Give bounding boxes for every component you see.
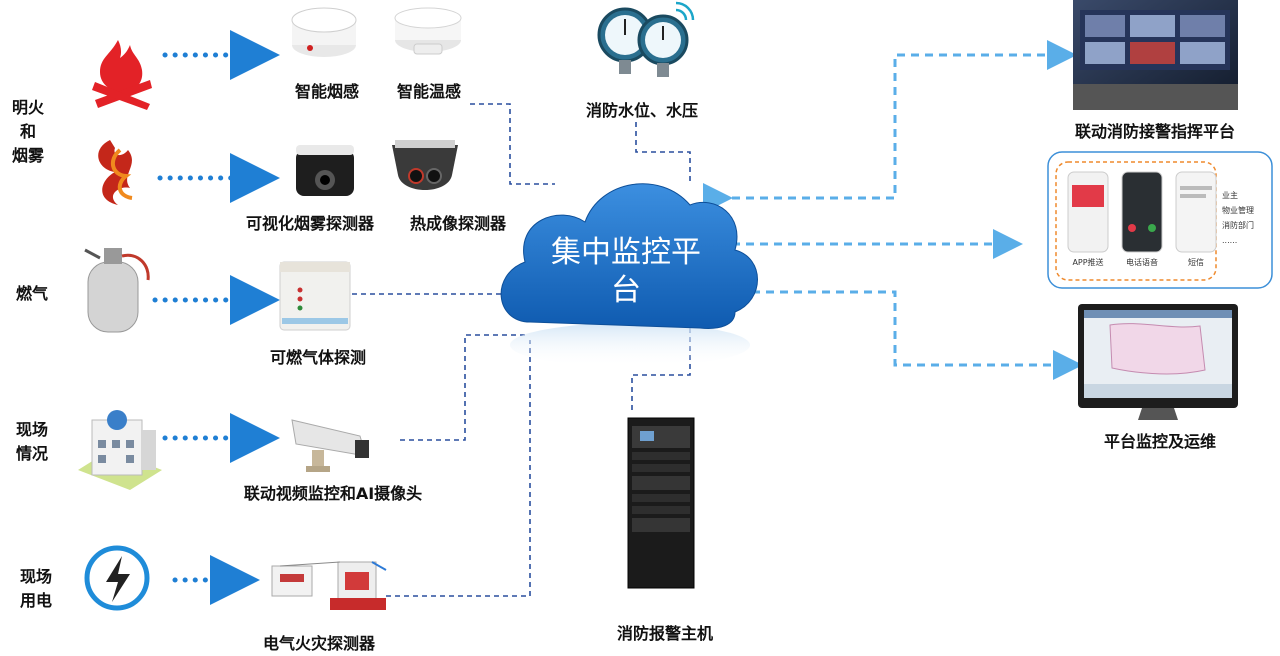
connector-sensors bbox=[470, 103, 555, 185]
category-power: 现场 用电 bbox=[16, 565, 56, 613]
server-rack-icon bbox=[627, 417, 695, 589]
label-command-platform: 联动消防接警指挥平台 bbox=[1074, 122, 1235, 141]
connector-water bbox=[635, 122, 691, 185]
category-scene: 现场 情况 bbox=[12, 418, 52, 466]
cloud-title: 集中监控平 台 bbox=[526, 234, 726, 310]
category-scene-line1: 现场 bbox=[15, 420, 48, 439]
label-monitor-ops: 平台监控及运维 bbox=[1103, 432, 1216, 451]
arrow-to-monitor bbox=[723, 277, 1083, 380]
label-visual-smoke: 可视化烟雾探测器 bbox=[245, 214, 374, 233]
phone-label-call: 电话语音 bbox=[1126, 257, 1158, 267]
label-alarm-host: 消防报警主机 bbox=[616, 624, 713, 643]
cloud-platform bbox=[500, 183, 758, 367]
recipient-more: ...... bbox=[1222, 236, 1237, 245]
monitor-icon bbox=[1078, 304, 1238, 420]
category-power-line1: 现场 bbox=[19, 567, 52, 586]
category-fire-smoke: 明火 和 烟雾 bbox=[8, 96, 48, 168]
visual-smoke-detector-icon bbox=[296, 145, 354, 196]
cloud-title-line2: 台 bbox=[611, 273, 641, 308]
thermal-camera-icon bbox=[392, 140, 458, 190]
arrow-to-command bbox=[703, 40, 1077, 213]
label-thermal-camera: 热成像探测器 bbox=[409, 214, 506, 233]
label-temp-detector: 智能温感 bbox=[396, 82, 461, 101]
category-scene-line2: 情况 bbox=[15, 444, 48, 463]
output-arrows bbox=[703, 40, 1083, 380]
category-power-line2: 用电 bbox=[19, 591, 52, 610]
electric-detector-icon bbox=[271, 561, 387, 610]
phone-label-app: APP推送 bbox=[1072, 257, 1103, 267]
connector-camera bbox=[400, 334, 525, 441]
phones-panel: APP推送 电话语音 短信 业主 物业管理 消防部门 ...... bbox=[1047, 151, 1273, 289]
category-gas-line1: 燃气 bbox=[15, 284, 48, 303]
label-ai-camera: 联动视频监控和AI摄像头 bbox=[243, 484, 423, 503]
label-electric-fire: 电气火灾探测器 bbox=[262, 634, 375, 653]
dotted-arrows bbox=[152, 30, 280, 605]
building-icon bbox=[78, 410, 162, 490]
temp-detector-icon bbox=[394, 7, 462, 55]
phone-label-sms: 短信 bbox=[1188, 257, 1204, 267]
recipient-owner: 业主 bbox=[1222, 190, 1238, 200]
command-center-image bbox=[1073, 0, 1238, 110]
gas-cylinder-icon bbox=[84, 248, 150, 333]
gas-detector-icon bbox=[279, 261, 351, 331]
connector-electric bbox=[386, 340, 531, 597]
category-fire-smoke-line2: 和 bbox=[19, 122, 36, 141]
label-gas-detector: 可燃气体探测 bbox=[269, 348, 366, 367]
flame-icon bbox=[92, 40, 152, 110]
category-fire-smoke-line3: 烟雾 bbox=[11, 146, 44, 165]
cctv-camera-icon bbox=[291, 419, 369, 472]
recipient-fire-dept: 消防部门 bbox=[1222, 220, 1254, 230]
category-fire-smoke-line1: 明火 bbox=[11, 98, 44, 117]
pressure-gauge-icon bbox=[597, 1, 695, 77]
smoke-fire-icon bbox=[98, 140, 133, 205]
recipient-property: 物业管理 bbox=[1222, 205, 1254, 215]
label-smoke-detector: 智能烟感 bbox=[294, 82, 359, 101]
category-gas: 燃气 bbox=[12, 282, 52, 306]
lightning-icon bbox=[84, 545, 150, 611]
label-water-pressure: 消防水位、水压 bbox=[585, 101, 698, 120]
smoke-detector-icon bbox=[291, 7, 357, 57]
cloud-title-line1: 集中监控平 bbox=[551, 235, 701, 270]
